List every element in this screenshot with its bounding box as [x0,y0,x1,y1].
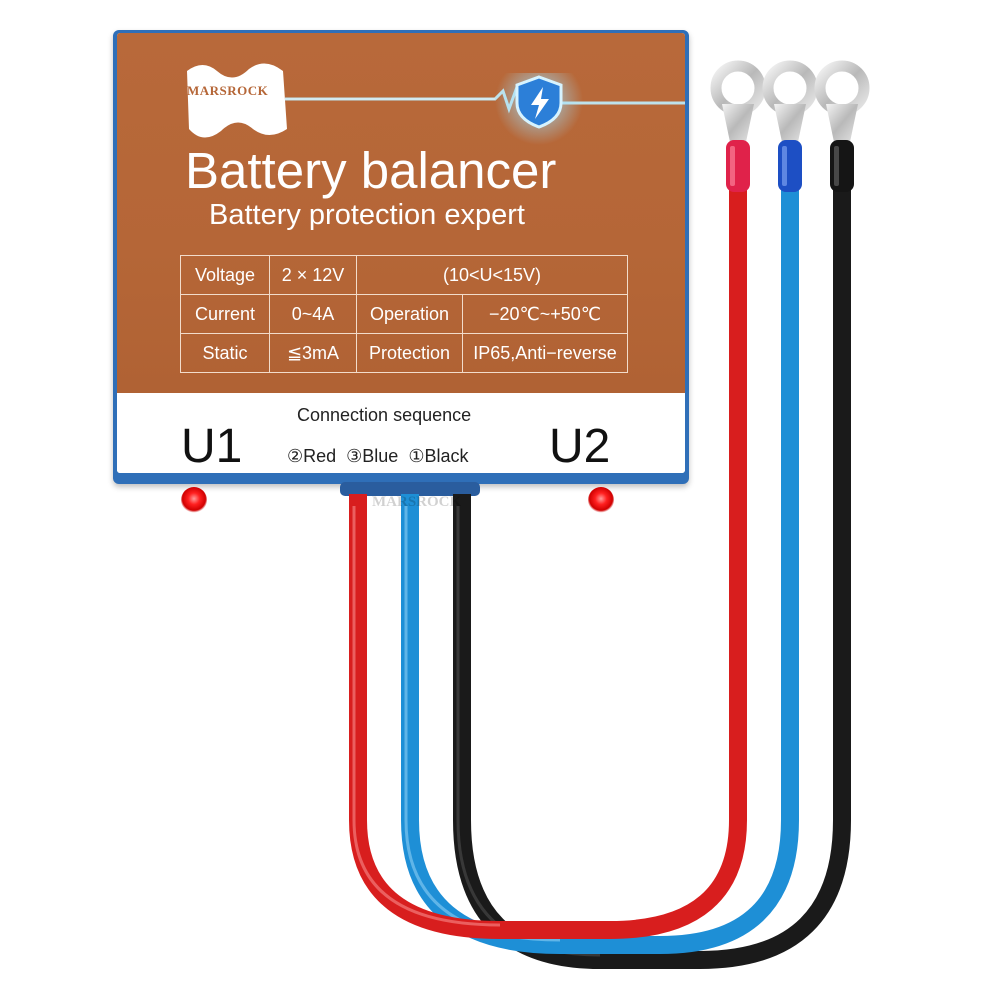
u1-indicator-led [181,487,207,513]
red-wire [349,169,747,939]
brand-logo [187,63,287,138]
spec-value: ≦3mA [269,333,357,373]
label-white-area [117,393,685,473]
product-subtitle: Battery protection expert [209,199,525,231]
spec-label: Current [180,294,270,334]
black-ring-terminal [814,60,870,192]
blue-wire [401,169,799,954]
spec-label: Operation [356,294,463,334]
spec-value: 2 × 12V [269,255,357,295]
pulse-line [285,73,685,145]
connection-sequence-order: ②Red ③Blue ①Black [287,446,469,466]
spec-value: (10<U<15V) [356,255,628,295]
brand-name: MARSROCK [187,83,269,98]
black-wire [453,169,851,969]
spec-row-static: Static ≦3mA Protection IP65,Anti−reverse [180,333,628,373]
u2-indicator-led [588,487,614,513]
spec-label: Static [180,333,270,373]
red-ring-terminal [710,60,766,192]
spec-label: Voltage [180,255,270,295]
spec-value: −20℃~+50℃ [462,294,628,334]
spec-row-voltage: Voltage 2 × 12V (10<U<15V) [180,255,628,295]
spec-table: Voltage 2 × 12V (10<U<15V) Current 0~4A … [180,255,628,373]
spec-value: IP65,Anti−reverse [462,333,628,373]
battery-balancer-device: MARSROCK Battery balancer Batter [113,30,689,484]
shield-lightning-icon [515,75,563,129]
spec-label: Protection [356,333,463,373]
terminal-u1-label: U1 [181,420,243,473]
product-label: MARSROCK Battery balancer Batter [117,33,685,473]
terminal-u2-label: U2 [549,420,611,473]
spec-value: 0~4A [269,294,357,334]
blue-ring-terminal [762,60,818,192]
product-title: Battery balancer [185,142,557,199]
spec-row-current: Current 0~4A Operation −20℃~+50℃ [180,294,628,334]
brand-watermark: MARSROCK [372,494,462,510]
connection-sequence-title: Connection sequence [297,405,472,425]
